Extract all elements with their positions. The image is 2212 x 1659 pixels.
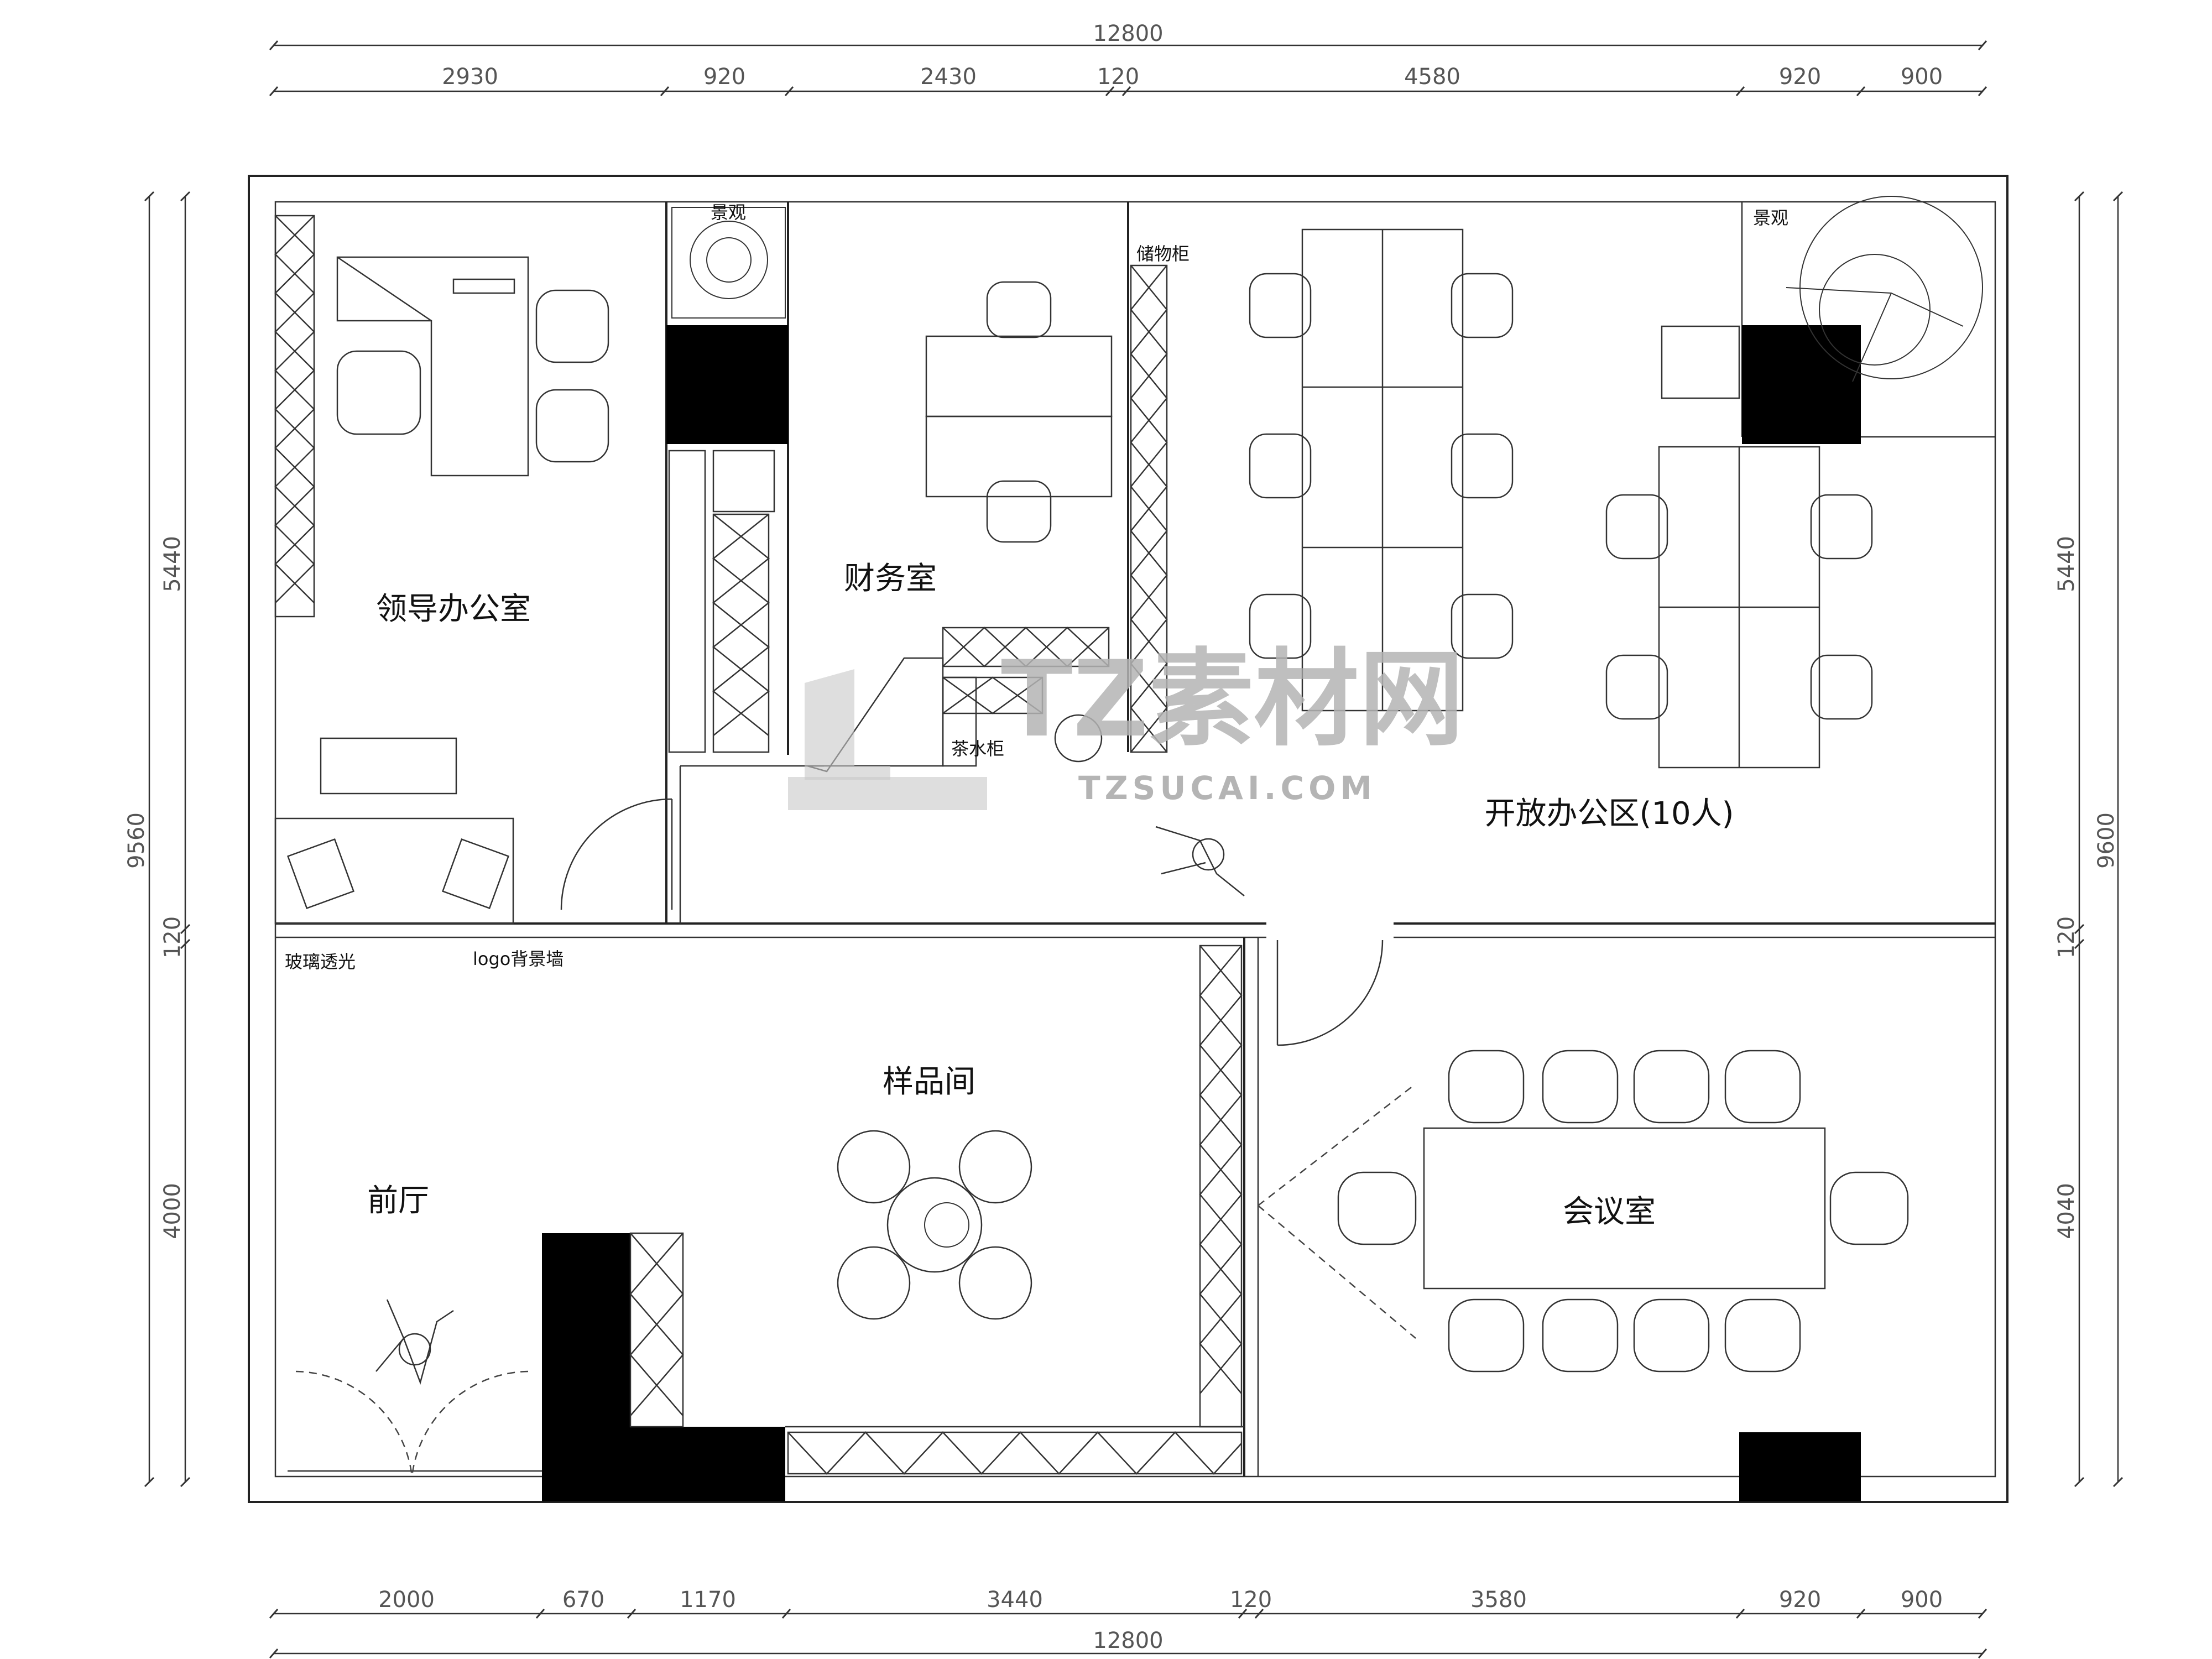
label-glass: 玻璃透光 xyxy=(285,951,356,972)
person xyxy=(1192,838,1225,871)
basin xyxy=(1054,714,1103,763)
bottom-dim-3: 1170 xyxy=(680,1587,736,1613)
desk xyxy=(925,335,1113,418)
top-dim-2: 920 xyxy=(703,64,745,90)
person xyxy=(398,1333,431,1366)
label-logo-wall: logo背景墙 xyxy=(473,948,564,969)
top-dimensions: 12800 2930 920 2430 120 4580 920 900 xyxy=(269,21,1987,96)
left-dim-3: 4000 xyxy=(160,1183,185,1239)
room-leader-office: 领导办公室 xyxy=(376,591,531,627)
chair xyxy=(986,480,1052,543)
watermark-main: TZ素材网 xyxy=(1001,638,1464,760)
round-table xyxy=(886,1177,983,1273)
room-lobby: 前厅 xyxy=(367,1183,429,1219)
room-open-office: 开放办公区(10人) xyxy=(1485,796,1734,832)
label-storage: 储物柜 xyxy=(1136,243,1190,264)
meeting-table xyxy=(1423,1127,1826,1290)
sofa xyxy=(274,817,514,925)
landscape xyxy=(671,196,1983,1248)
leader-desk xyxy=(336,256,529,477)
door-swing xyxy=(1277,940,1384,1046)
furniture xyxy=(274,228,1909,1373)
room-meeting: 会议室 xyxy=(1563,1194,1656,1230)
watermark: TZ素材网 TZSUCAI.COM xyxy=(788,638,1464,810)
bottom-dim-7: 920 xyxy=(1779,1587,1821,1613)
top-dim-5: 4580 xyxy=(1404,64,1460,90)
bottom-total-dimension: 12800 xyxy=(1093,1628,1163,1653)
right-dim-3: 4040 xyxy=(2054,1183,2079,1239)
right-dim-2: 120 xyxy=(2054,916,2079,958)
chair xyxy=(837,1130,911,1204)
doors xyxy=(295,657,1416,1477)
chair xyxy=(986,281,1052,338)
chair xyxy=(958,1246,1032,1320)
bottom-dim-1: 2000 xyxy=(378,1587,435,1613)
glass-door xyxy=(295,1370,413,1477)
chair xyxy=(837,1246,911,1320)
left-total-dimension: 9560 xyxy=(124,812,149,869)
label-tea-cabinet: 茶水柜 xyxy=(951,738,1004,759)
room-finance: 财务室 xyxy=(844,561,937,597)
cabinets xyxy=(274,215,1243,1475)
label-landscape-left: 景观 xyxy=(711,202,746,223)
right-dimensions: 5440 120 4040 9600 xyxy=(2054,191,2124,1488)
columns xyxy=(542,325,1861,1501)
people xyxy=(375,826,1245,1385)
coffee-table xyxy=(320,737,457,795)
left-dim-1: 5440 xyxy=(160,536,185,592)
tree xyxy=(1799,196,1983,379)
column xyxy=(1739,1432,1861,1501)
bottom-dim-6: 3580 xyxy=(1470,1587,1527,1613)
chair xyxy=(535,289,609,363)
plant xyxy=(690,221,768,299)
column xyxy=(1742,325,1861,444)
meeting-chairs xyxy=(1337,1050,1909,1373)
room-sample: 样品间 xyxy=(883,1064,975,1100)
glass-door xyxy=(411,1370,529,1477)
planter xyxy=(671,207,786,319)
column xyxy=(542,1233,630,1501)
bottom-dim-4: 3440 xyxy=(987,1587,1043,1613)
top-dim-7: 900 xyxy=(1901,64,1943,90)
label-landscape-right: 景观 xyxy=(1753,207,1788,228)
left-dimensions: 5440 120 4000 9560 xyxy=(124,191,191,1488)
top-total-dimension: 12800 xyxy=(1093,21,1163,46)
office-chairs xyxy=(1249,273,1873,720)
top-dim-6: 920 xyxy=(1779,64,1821,90)
copier xyxy=(1661,325,1740,399)
door-swing xyxy=(560,798,672,910)
chair xyxy=(535,389,609,463)
copier xyxy=(712,450,775,513)
room-labels: 领导办公室 财务室 开放办公区(10人) 样品间 前厅 会议室 xyxy=(367,561,1734,1230)
right-total-dimension: 9600 xyxy=(2094,812,2119,869)
interior-walls xyxy=(275,202,1995,1477)
top-dim-1: 2930 xyxy=(442,64,498,90)
column xyxy=(630,1427,785,1501)
bottom-dim-5: 120 xyxy=(1230,1587,1272,1613)
right-dim-1: 5440 xyxy=(2054,536,2079,592)
bottom-dimensions: 2000 670 1170 3440 120 3580 920 900 1280… xyxy=(269,1587,1987,1658)
desk xyxy=(925,415,1113,498)
chair xyxy=(958,1130,1032,1204)
annotation-labels: 景观 景观 储物柜 茶水柜 玻璃透光 logo背景墙 xyxy=(285,202,1788,972)
bottom-dim-8: 900 xyxy=(1901,1587,1943,1613)
left-dim-2: 120 xyxy=(160,916,185,958)
column xyxy=(666,325,788,444)
chair xyxy=(336,350,421,435)
top-dim-3: 2430 xyxy=(920,64,977,90)
bottom-dim-2: 670 xyxy=(562,1587,604,1613)
top-dim-4: 120 xyxy=(1097,64,1139,90)
watermark-sub: TZSUCAI.COM xyxy=(1078,769,1376,807)
